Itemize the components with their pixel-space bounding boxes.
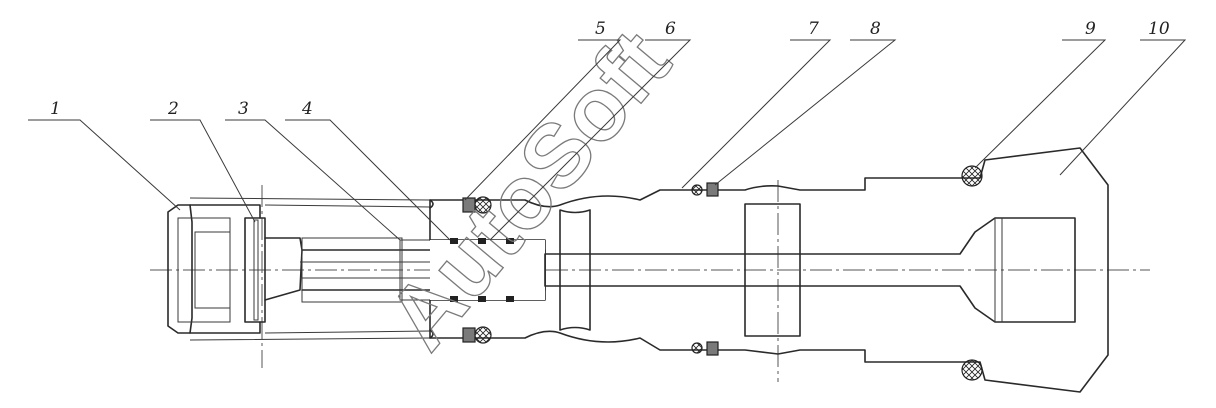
callout-4: 4 <box>301 99 313 119</box>
end-cap <box>167 204 261 334</box>
center-lines <box>150 180 1150 382</box>
seals <box>462 165 983 381</box>
callout-5: 5 <box>595 19 606 39</box>
watermark-text: AutoSoft <box>369 13 690 368</box>
callout-6: 6 <box>665 19 676 39</box>
housing-body <box>429 147 1109 393</box>
spring <box>450 238 514 302</box>
callout-10: 10 <box>1148 19 1170 39</box>
callout-3: 3 <box>238 99 249 119</box>
filter-disk <box>244 217 266 323</box>
callout-7: 7 <box>808 19 819 39</box>
callout-2: 2 <box>167 99 179 119</box>
callout-8: 8 <box>870 19 881 39</box>
callouts: 1 2 3 4 5 6 7 8 9 10 <box>28 19 1187 241</box>
callout-9: 9 <box>1085 19 1096 39</box>
watermark: AutoSoft <box>368 12 690 369</box>
callout-1: 1 <box>50 99 61 119</box>
